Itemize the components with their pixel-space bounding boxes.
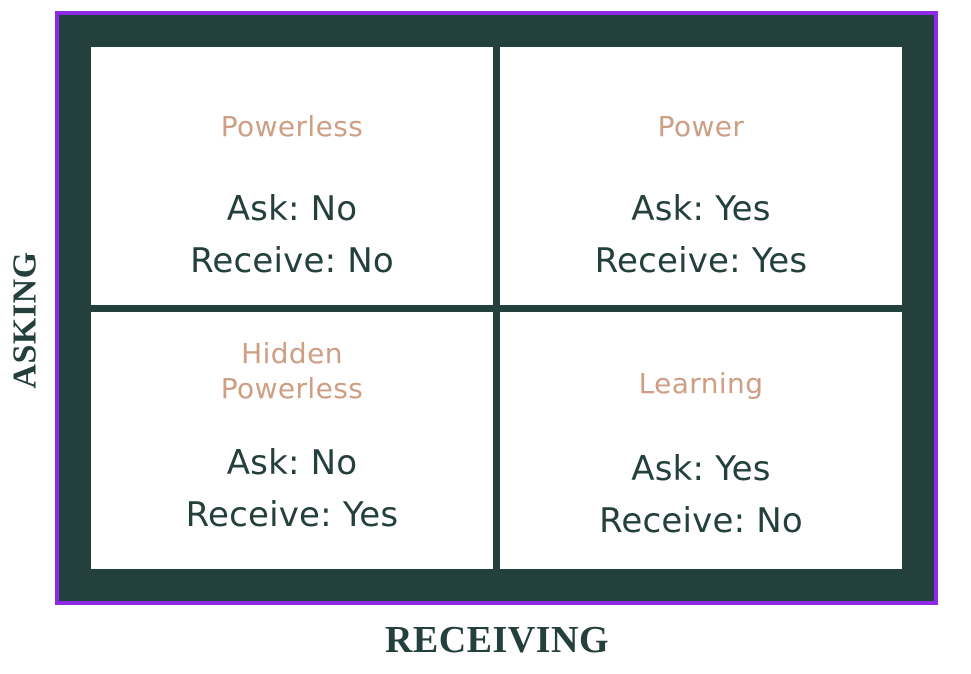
quadrant-powerless[interactable]: Powerless Ask: No Receive: No xyxy=(91,47,493,305)
quadrant-body: Ask: No Receive: Yes xyxy=(186,443,399,535)
quadrant-body: Ask: Yes Receive: No xyxy=(599,449,803,541)
quadrant-receive-line: Receive: No xyxy=(190,240,394,281)
quadrant-ask-line: Ask: Yes xyxy=(631,449,771,490)
quadrant-ask-line: Ask: No xyxy=(226,188,358,229)
quadrant-body: Ask: No Receive: No xyxy=(190,189,394,281)
axis-label-asking-text: ASKING xyxy=(7,251,45,389)
quadrant-receive-line: Receive: Yes xyxy=(594,240,808,281)
quadrant-title: Learning xyxy=(638,366,764,400)
matrix-outer-border: Powerless Ask: No Receive: No Power Ask:… xyxy=(55,11,938,605)
quadrant-title: Power xyxy=(657,110,745,143)
quadrant-power[interactable]: Power Ask: Yes Receive: Yes xyxy=(500,47,902,305)
axis-label-receiving: RECEIVING xyxy=(55,612,939,668)
quadrant-body: Ask: Yes Receive: Yes xyxy=(595,189,808,281)
matrix-grid: Powerless Ask: No Receive: No Power Ask:… xyxy=(91,47,902,569)
quadrant-ask-line: Ask: No xyxy=(226,443,358,484)
quadrant-hidden-powerless[interactable]: Hidden Powerless Ask: No Receive: Yes xyxy=(91,311,493,569)
quadrant-title: Powerless xyxy=(220,110,364,143)
quadrant-ask-line: Ask: Yes xyxy=(631,188,771,229)
quadrant-receive-line: Receive: Yes xyxy=(185,495,399,536)
quadrant-title: Hidden Powerless xyxy=(220,336,364,406)
quadrant-learning[interactable]: Learning Ask: Yes Receive: No xyxy=(500,311,902,569)
matrix-inner-frame: Powerless Ask: No Receive: No Power Ask:… xyxy=(59,15,934,601)
axis-label-receiving-text: RECEIVING xyxy=(384,619,610,661)
axis-label-asking: ASKING xyxy=(0,170,52,470)
quadrant-receive-line: Receive: No xyxy=(599,501,803,542)
